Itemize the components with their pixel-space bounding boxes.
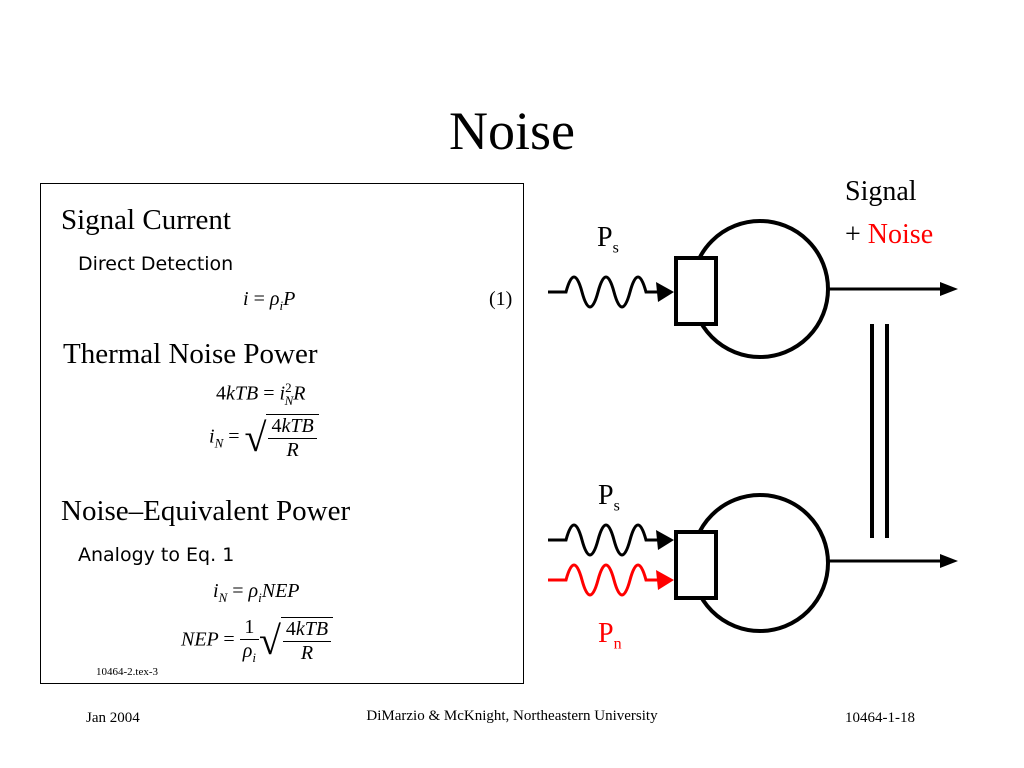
equation-thermal-noise: 4kTB = i2NR <box>216 380 306 408</box>
top-signal-arrowhead <box>656 282 674 302</box>
output-label-signal: Signal <box>845 176 917 207</box>
bottom-noise-wave <box>548 563 658 597</box>
equation-signal-current: i = ρiP <box>243 288 296 313</box>
output-label-noise: + Noise <box>845 219 934 250</box>
top-signal-wave <box>548 275 658 309</box>
bottom-noise-label: Pn <box>598 618 622 653</box>
subheading-analogy: Analogy to Eq. 1 <box>78 544 235 566</box>
source-tag: 10464-2.tex-3 <box>96 666 159 678</box>
footer-authors: DiMarzio & McKnight, Northeastern Univer… <box>366 708 658 724</box>
top-output-arrowhead <box>940 282 958 296</box>
footer-date: Jan 2004 <box>86 710 140 726</box>
top-detector-window <box>674 256 718 326</box>
bottom-signal-label: Ps <box>598 480 620 515</box>
bottom-noise-arrowhead <box>656 570 674 590</box>
bottom-detector-window <box>674 530 718 600</box>
bottom-signal-arrowhead <box>656 530 674 550</box>
heading-signal-current: Signal Current <box>61 204 231 236</box>
equation-number: (1) <box>489 288 513 310</box>
subheading-direct-detection: Direct Detection <box>78 253 234 275</box>
equation-nep-current: iN = ρiNEP <box>213 580 300 605</box>
equation-panel: Signal Current Direct Detection i = ρiP … <box>40 183 524 684</box>
heading-nep: Noise–Equivalent Power <box>61 495 351 527</box>
bottom-signal-wave <box>548 523 658 557</box>
bottom-output-arrowhead <box>940 554 958 568</box>
top-input-label: Ps <box>597 222 619 257</box>
slide-title: Noise <box>449 101 575 161</box>
footer-slide-id: 10464-1-18 <box>845 710 915 726</box>
heading-thermal-noise-power: Thermal Noise Power <box>63 338 318 370</box>
